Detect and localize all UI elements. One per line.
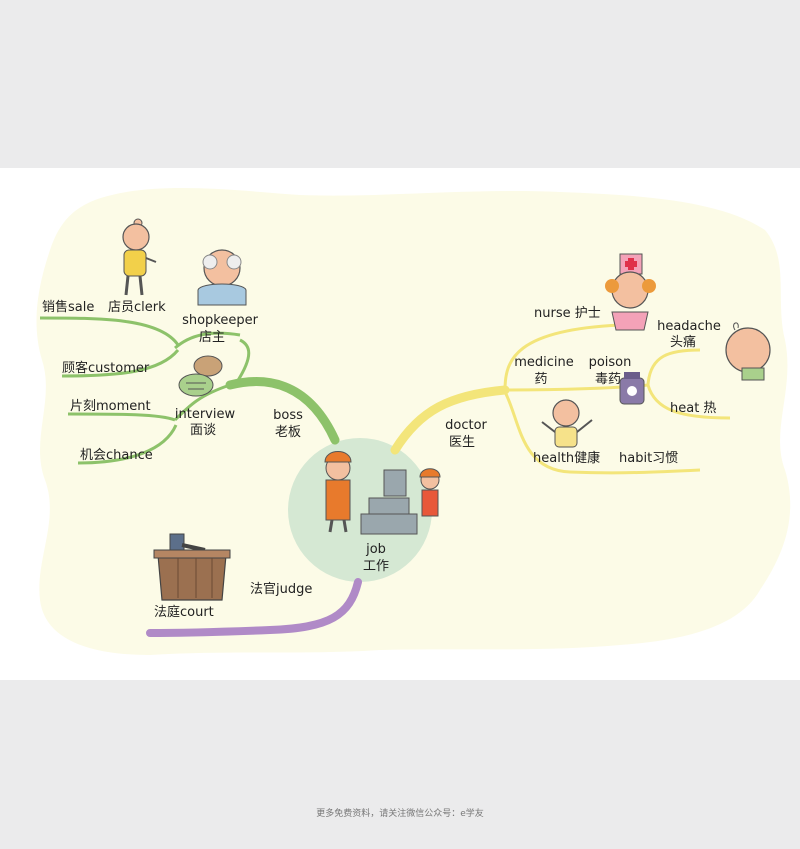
boss-label-line1: boss xyxy=(273,408,303,423)
court-label: 法庭court xyxy=(154,604,214,620)
shopkeeper-label-line1: shopkeeper xyxy=(182,313,259,328)
shopkeeper-to-left-line xyxy=(174,331,241,350)
judge-branch-line xyxy=(146,578,362,637)
nurse-figure xyxy=(605,253,656,331)
poison-label-line1: poison xyxy=(589,355,632,370)
center-label-line1: job xyxy=(365,542,386,557)
health-label: health健康 xyxy=(533,450,600,466)
boss-sub-line-main xyxy=(173,383,231,422)
moment-label: 片刻moment xyxy=(70,399,151,414)
boss-label-line2: 老板 xyxy=(275,425,301,440)
judge-label: 法官judge xyxy=(250,581,312,597)
courthouse-crate-icon xyxy=(153,549,231,601)
habit-label: habit习惯 xyxy=(619,450,678,466)
customer-line xyxy=(61,349,180,378)
interview-label-line1: interview xyxy=(175,407,236,422)
heat-line xyxy=(646,384,731,420)
shopkeeper-line xyxy=(233,338,251,386)
customer-label: 顾客customer xyxy=(62,360,150,376)
center-label-line2: 工作 xyxy=(363,559,389,574)
poison-bottle-icon xyxy=(619,372,645,405)
moment-line xyxy=(67,412,176,422)
shopkeeper-label-line2: 店主 xyxy=(199,330,225,345)
center-circle xyxy=(288,438,432,582)
clerk-label: 店员clerk xyxy=(108,300,166,315)
boss-branch-line xyxy=(225,377,340,445)
medicine-label-line1: medicine xyxy=(514,355,574,370)
doctor-branch-line xyxy=(390,385,510,455)
chance-label: 机会chance xyxy=(80,448,153,463)
doctor-label-line2: 医生 xyxy=(449,435,475,450)
interview-label-line2: 面谈 xyxy=(190,423,216,438)
headache-line xyxy=(646,348,701,386)
heat-label: heat 热 xyxy=(670,401,716,416)
healthy-kid-figure xyxy=(541,399,593,448)
sale-label: 销售sale xyxy=(42,299,94,315)
shopkeeper-figure xyxy=(197,249,247,306)
health-line xyxy=(503,391,701,475)
headache-label-line1: headache xyxy=(657,319,721,334)
poison-label-line2: 毒药 xyxy=(595,372,621,387)
sale-clerk-line xyxy=(39,316,180,346)
medicine-label-line2: 药 xyxy=(534,372,547,387)
workers-illustration xyxy=(324,451,441,535)
nurse-label: nurse 护士 xyxy=(534,306,601,321)
footer-note: 更多免费资料，请关注微信公众号：e学友 xyxy=(316,809,484,819)
nurse-line xyxy=(503,323,621,391)
gavel-icon xyxy=(169,533,206,553)
chance-line xyxy=(77,424,178,465)
speech-bubbles-icon xyxy=(178,355,223,397)
clerk-figure xyxy=(122,218,157,296)
headache-label-line2: 头痛 xyxy=(670,334,696,350)
doctor-label-line1: doctor xyxy=(445,418,487,433)
headache-figure xyxy=(725,322,771,381)
